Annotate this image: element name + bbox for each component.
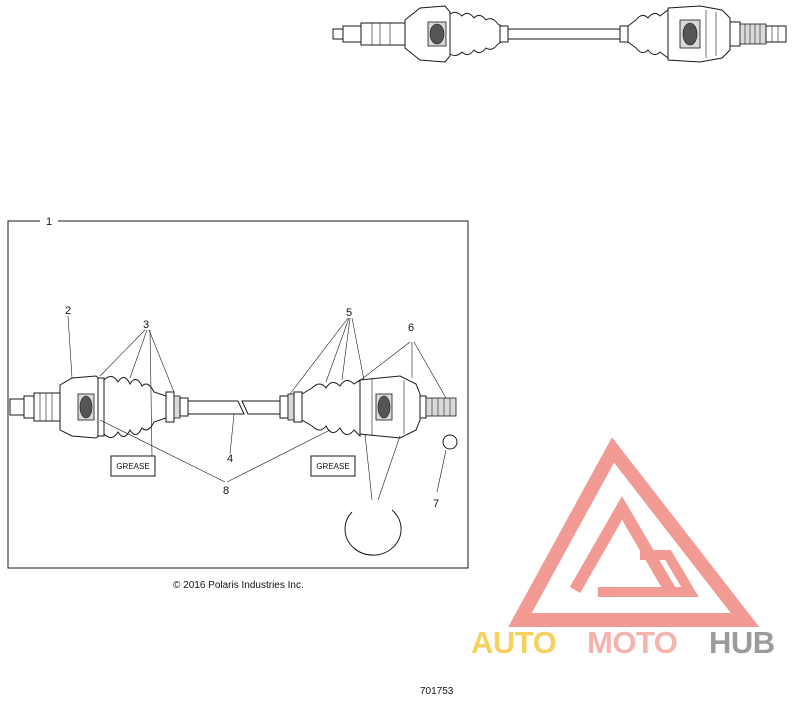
callout-1: 1: [46, 216, 52, 228]
snap-ring: [344, 509, 402, 556]
callout-8: 8: [223, 485, 229, 497]
callout-6: 6: [408, 322, 414, 334]
callout-3: 3: [143, 319, 149, 331]
driveshaft-assembly: [9, 375, 458, 556]
axle-shaft: [187, 400, 245, 415]
circlip: [442, 434, 458, 450]
kit-border-bracket: 1: [7, 216, 469, 569]
callout-5: 5: [346, 307, 352, 319]
cv-boot-right: [301, 379, 361, 438]
callout-4: 4: [227, 453, 233, 465]
logo-text-moto: MOTO: [587, 625, 677, 660]
copyright-text: © 2016 Polaris Industries Inc.: [173, 580, 304, 591]
logo-outer-triangle: [508, 437, 760, 627]
leader-lines: [67, 315, 447, 501]
cv-boot-left: [103, 376, 167, 438]
document-number: 701753: [420, 686, 454, 697]
grease-box-left: GREASE: [110, 455, 156, 477]
grease-box-right: GREASE: [310, 455, 356, 477]
automotohub-logo: AUTO MOTO HUB: [471, 437, 775, 660]
logo-text-hub: HUB: [709, 625, 775, 660]
callout-2: 2: [65, 305, 71, 317]
callout-7: 7: [433, 498, 439, 510]
grease-label-right: GREASE: [316, 462, 349, 471]
grease-label-left: GREASE: [116, 462, 149, 471]
logo-text-auto: AUTO: [471, 625, 556, 660]
overview-axle-assembly: [332, 5, 787, 63]
